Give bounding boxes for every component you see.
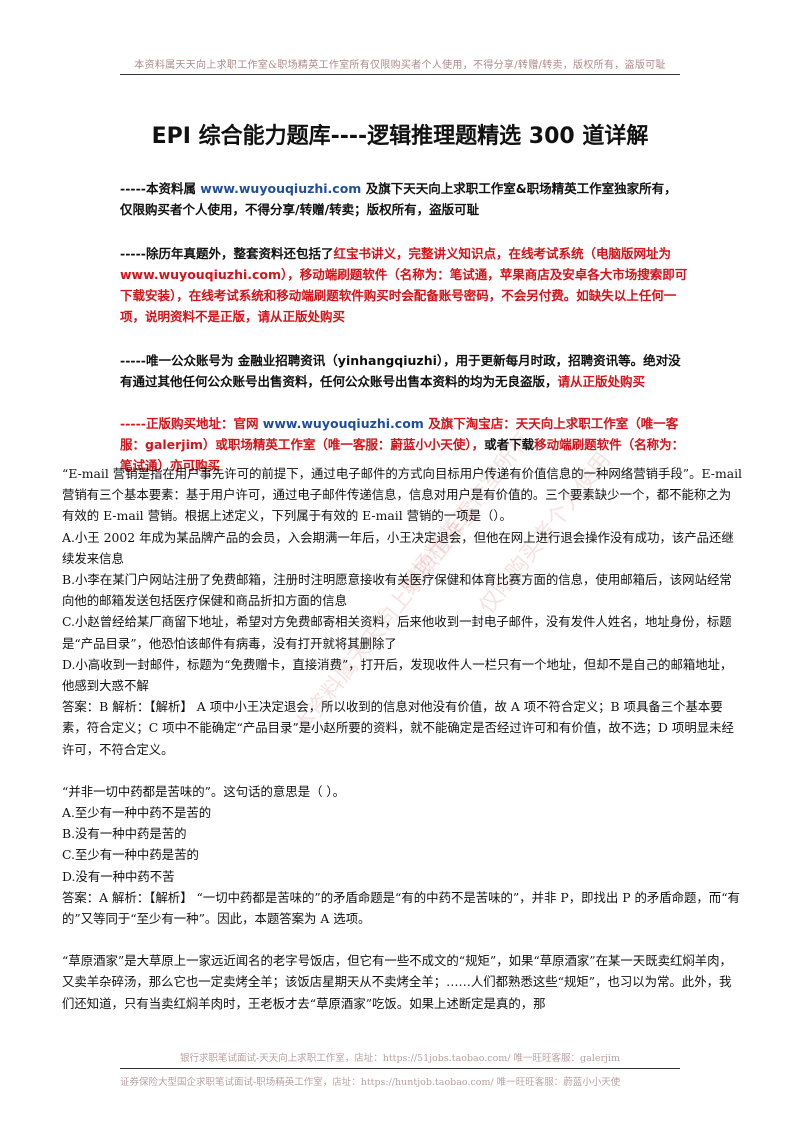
header-divider xyxy=(120,74,680,75)
question-answer: 答案：A 解析：【解析】 “一切中药都是苦味的”的矛盾命题是“有的中药不是苦味的… xyxy=(62,889,740,927)
question-option: D.小高收到一封邮件，标题为“免费赠卡，直接消费”，打开后，发现收件人一栏只有一… xyxy=(62,656,733,694)
question-option: A.至少有一种中药不是苦的 xyxy=(62,805,212,821)
website-link[interactable]: www.wuyouqiuzhi.com xyxy=(200,181,362,196)
question-option: B.小李在某门户网站注册了免费邮箱，注册时注明愿意接收有关医疗保健和体育比赛方面… xyxy=(62,572,732,609)
notice-official-account: -----唯一公众账号为 金融业招聘资讯（yinhangqiuzhi），用于更新… xyxy=(120,350,688,392)
notice-copyright: -----本资料属 www.wuyouqiuzhi.com 及旗下天天向上求职工… xyxy=(120,178,688,220)
notice-purchase: -----正版购买地址：官网 www.wuyouqiuzhi.com 及旗下淘宝… xyxy=(120,413,688,476)
footer-shop-info: 证券保险大型国企求职笔试面试-职场精英工作室，店址：https://huntjo… xyxy=(120,1077,621,1088)
question-answer: 答案：B 解析：【解析】 A 项中小王决定退会，所以收到的信息对他没有价值，故 … xyxy=(62,699,734,757)
website-link[interactable]: www.wuyouqiuzhi.com xyxy=(262,416,424,431)
document-title: EPI 综合能力题库----逻辑推理题精选 300 道详解 xyxy=(151,124,649,149)
spacer xyxy=(62,929,742,950)
notice-red-text: 红宝书讲义，完整讲义知识点，在线考试系统（电脑版网址为 www.wuyouqiu… xyxy=(120,246,688,324)
notice-text: -----本资料属 xyxy=(120,181,201,196)
question-stem: “并非一切中药都是苦味的”。这句话的意思是（ ）。 xyxy=(62,783,346,799)
notice-text: 或者下载 xyxy=(484,437,535,452)
question-option: B.没有一种中药是苦的 xyxy=(62,826,187,842)
question-option: D.没有一种中药不苦 xyxy=(62,868,175,884)
question-option: C.小赵曾经给某厂商留下地址，希望对方免费邮寄相关资料，后来他收到一封电子邮件，… xyxy=(62,614,732,651)
question-option: C.至少有一种中药是苦的 xyxy=(62,847,199,863)
notice-red-text: 移动端刷题软件（名称为：笔试通）亦可购买 xyxy=(120,437,685,473)
footer-divider xyxy=(120,1068,680,1069)
notice-red-text: -----正版购买地址：官网 xyxy=(120,416,263,431)
notice-red-text: 及旗下淘宝店：天天向上求职工作室（唯一客服：galerjim）或职场精英工作室（… xyxy=(120,416,679,452)
spacer xyxy=(62,760,742,781)
notice-text: -----除历年真题外，整套资料还包括了 xyxy=(120,246,334,261)
header-copyright-note: 本资料属天天向上求职工作室&职场精英工作室所有仅限购买者个人使用，不得分享/转赠… xyxy=(134,60,666,71)
question-list: “E-mail 营销是指在用户事先许可的前提下，通过电子邮件的方式向目标用户传递… xyxy=(62,463,742,1014)
notice-contents: -----除历年真题外，整套资料还包括了红宝书讲义，完整讲义知识点，在线考试系统… xyxy=(120,243,688,327)
notice-red-text: 请从正版处购买 xyxy=(557,374,646,389)
question-option: A.小王 2002 年成为某品牌产品的会员，入会期满一年后，小王决定退会，但他在… xyxy=(62,529,734,566)
notice-text: 及旗下天天向上求职工作室&职场精英工作室独家所有，仅限购买者个人使用，不得分享/… xyxy=(120,181,677,217)
question-stem: “草原酒家”是大草原上一家远近闻名的老字号饭店，但它有一些不成文的“规矩”，如果… xyxy=(62,953,732,1011)
question-stem: “E-mail 营销是指在用户事先许可的前提下，通过电子邮件的方式向目标用户传递… xyxy=(62,466,743,524)
footer-shop-info: 银行求职笔试面试-天天向上求职工作室，店址：https://51jobs.tao… xyxy=(180,1053,620,1064)
notice-text: -----唯一公众账号为 金融业招聘资讯（yinhangqiuzhi），用于更新… xyxy=(120,353,681,389)
